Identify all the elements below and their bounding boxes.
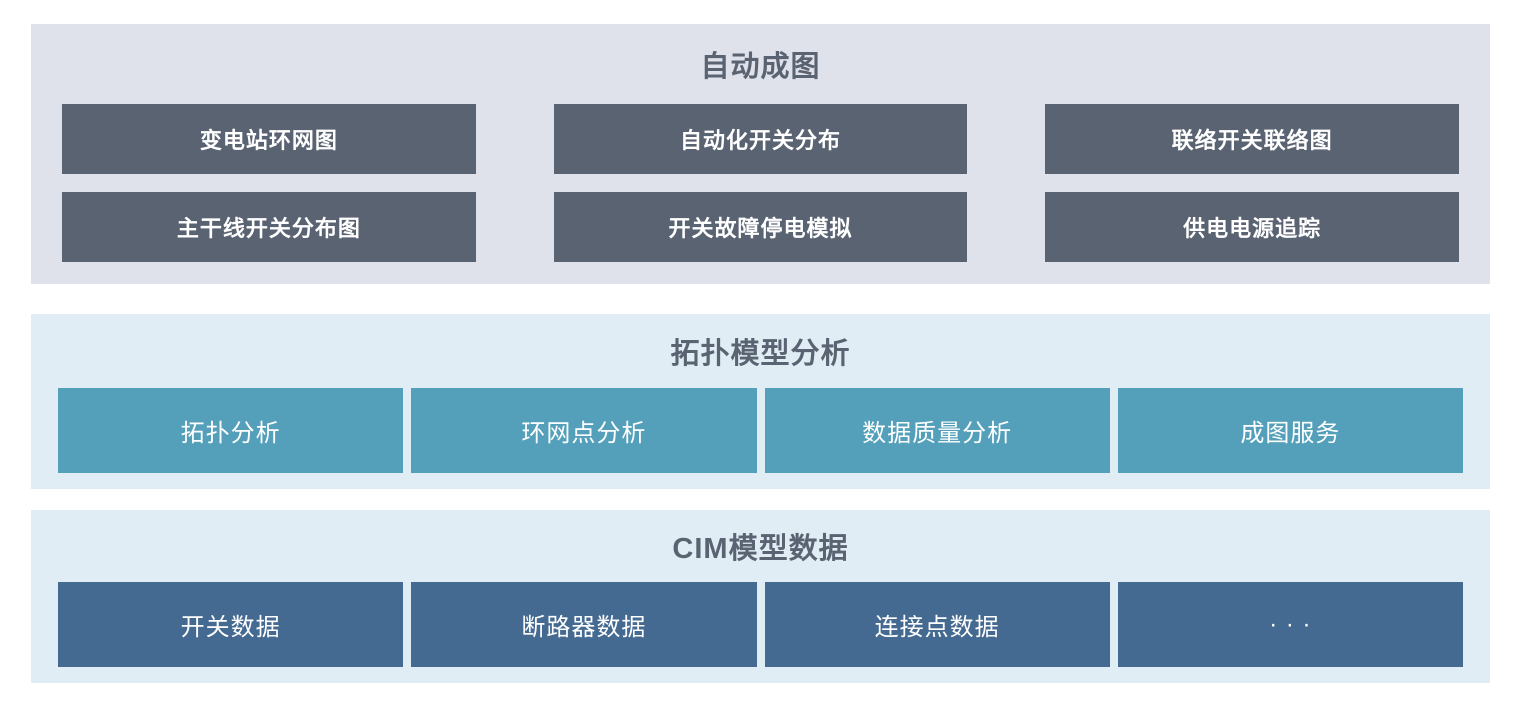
section-button: 环网点分析 [411, 388, 757, 473]
section-button: 变电站环网图 [62, 104, 476, 174]
section-topology-model-analysis: 拓扑模型分析 拓扑分析环网点分析数据质量分析成图服务 [31, 314, 1490, 489]
section-button: 自动化开关分布 [553, 104, 968, 174]
topology-analysis-blocks: 拓扑分析环网点分析数据质量分析成图服务 [58, 388, 1463, 473]
auto-diagram-blocks: 变电站环网图 自动化开关分布 联络开关联络图主干线开关分布图 开关故障停电模拟 供电电源… [62, 104, 1459, 262]
section-button: 断路器数据 [411, 582, 757, 667]
section-button: 主干线开关分布图 [62, 192, 476, 262]
section-auto-diagram: 自动成图 变电站环网图 自动化开关分布 联络开关联络图主干线开关分布图 开关故障停电模… [31, 24, 1490, 284]
section-button: 成图服务 [1117, 388, 1463, 473]
section-cim-model-data: CIM模型数据 开关数据断路器数据连接点数据· · · [31, 510, 1490, 683]
section-title-cim-model-data: CIM模型数据 [672, 533, 849, 565]
section-button: 联络开关联络图 [1045, 104, 1459, 174]
section-button: 供电电源追踪 [1045, 192, 1459, 262]
section-button: 拓扑分析 [58, 388, 404, 473]
section-button: 开关故障停电模拟 [553, 192, 968, 262]
section-button: · · · [1117, 582, 1463, 667]
section-button: 开关数据 [58, 582, 404, 667]
section-title-topology-model-analysis: 拓扑模型分析 [670, 338, 851, 370]
section-button: 数据质量分析 [764, 388, 1110, 473]
section-button: 连接点数据 [764, 582, 1110, 667]
cim-model-data-blocks: 开关数据断路器数据连接点数据· · · [58, 582, 1463, 667]
section-title-auto-diagram: 自动成图 [700, 51, 821, 83]
